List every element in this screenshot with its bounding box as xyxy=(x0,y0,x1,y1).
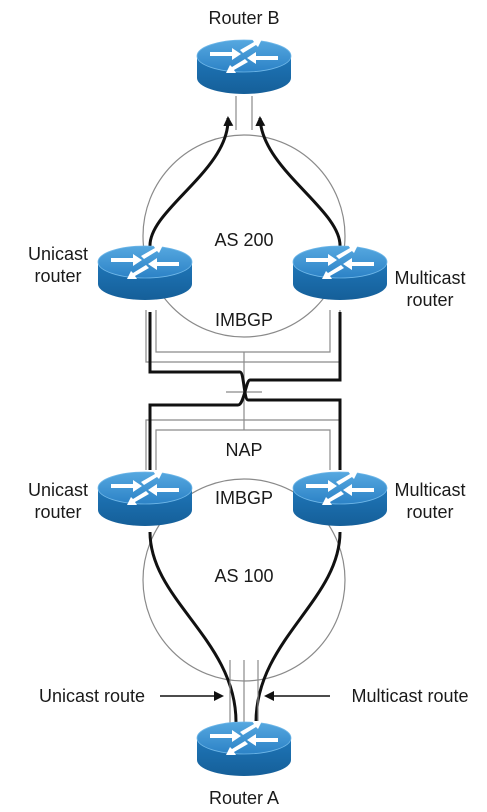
as100-multicast-label-1: Multicast xyxy=(394,480,465,500)
as200-multicast-router-icon xyxy=(292,244,388,301)
imbgp-bottom-label: IMBGP xyxy=(215,488,273,508)
router-a-label: Router A xyxy=(209,788,279,808)
as200-multicast-label-2: router xyxy=(406,290,453,310)
as200-multicast-label-1: Multicast xyxy=(394,268,465,288)
as200-circle xyxy=(142,134,346,338)
as200-unicast-router-icon xyxy=(97,244,193,301)
imbgp-top-label: IMBGP xyxy=(215,310,273,330)
as200-label: AS 200 xyxy=(214,230,273,250)
as200-unicast-label-2: router xyxy=(34,266,81,286)
unicast-route-label: Unicast route xyxy=(39,686,145,706)
router-b-icon xyxy=(196,38,292,95)
thin-leads xyxy=(229,96,259,724)
nap-label: NAP xyxy=(225,440,262,460)
as100-unicast-router-icon xyxy=(97,470,193,527)
as100-label: AS 100 xyxy=(214,566,273,586)
route-paths xyxy=(148,116,342,723)
as200-unicast-label-1: Unicast xyxy=(28,244,88,264)
as100-multicast-router-icon xyxy=(292,470,388,527)
as100-multicast-label-2: router xyxy=(406,502,453,522)
router-a-icon xyxy=(196,720,292,777)
as100-unicast-label-2: router xyxy=(34,502,81,522)
router-b-label: Router B xyxy=(208,8,279,28)
multicast-route-label: Multicast route xyxy=(351,686,468,706)
as100-unicast-label-1: Unicast xyxy=(28,480,88,500)
